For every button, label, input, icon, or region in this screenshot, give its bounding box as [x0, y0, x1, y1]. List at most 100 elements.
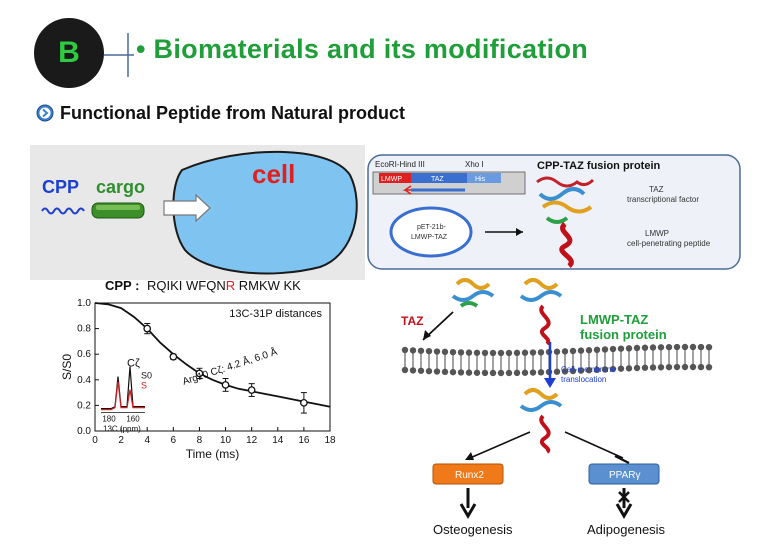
inset-s0-label: S0: [141, 371, 152, 381]
lipid-head: [481, 349, 489, 357]
lipid-head: [625, 345, 633, 352]
sequence-r: R: [226, 278, 235, 293]
lipid-head: [561, 368, 569, 375]
cell-membrane: [401, 343, 713, 377]
lipid-head: [673, 363, 681, 371]
page-title: • Biomaterials and its modification: [136, 34, 589, 64]
y-tick-label: 0.2: [77, 400, 91, 411]
protein-structure: [536, 176, 595, 268]
inset-s-label: S: [141, 381, 147, 391]
inset-spectrum-s0: [101, 366, 145, 410]
lipid-head: [697, 363, 705, 371]
lipid-head: [585, 367, 593, 374]
fusion-protein-top: [519, 278, 563, 346]
sequence-a: RQIKI WFQN: [147, 278, 226, 293]
svg-text:translocation: translocation: [561, 375, 606, 384]
cell-shape: [172, 150, 358, 275]
data-point: [195, 369, 204, 378]
badge-letter: B: [58, 36, 80, 69]
lipid-head: [585, 347, 593, 354]
lipid-head: [409, 367, 417, 374]
lipid-head: [609, 365, 617, 373]
svg-text:LMWP-TAZ: LMWP-TAZ: [411, 234, 448, 241]
lipid-head: [401, 346, 409, 354]
lipid-head: [441, 368, 449, 376]
y-axis-label: S/S0: [60, 354, 74, 380]
site-left-label: EcoRI-Hind III: [375, 160, 425, 169]
lipid-head: [425, 367, 433, 375]
fit-curve: [94, 302, 331, 408]
lipid-head: [489, 349, 497, 357]
lipid-head: [577, 347, 585, 354]
x-tick-label: 6: [171, 435, 177, 446]
plot-frame: [94, 302, 331, 432]
lipid-head: [465, 369, 473, 376]
cpp-cell-figure: cell CPP cargo: [30, 145, 365, 280]
lipid-head: [497, 349, 505, 357]
plasmid-ring: [389, 206, 473, 258]
lipid-head: [529, 369, 537, 376]
lipid-head: [649, 344, 657, 351]
lipid-head: [617, 365, 625, 372]
lipid-head: [705, 343, 713, 351]
data-point: [300, 398, 308, 407]
inset-tick-label: 160: [126, 415, 140, 424]
free-taz-protein: [451, 278, 495, 308]
data-point: [169, 352, 178, 361]
lipid-head: [457, 349, 465, 356]
lipid-head: [569, 367, 577, 375]
x-tick-label: 16: [298, 435, 310, 446]
lipid-head: [457, 369, 465, 376]
lipid-head: [409, 347, 417, 354]
lipid-head: [537, 349, 545, 356]
lipid-head: [681, 343, 689, 351]
lipid-head: [633, 364, 641, 372]
svg-text:pET-21b-: pET-21b-: [417, 224, 446, 231]
lipid-head: [449, 368, 457, 376]
svg-text:His: His: [475, 176, 486, 183]
lipid-head: [625, 365, 633, 372]
lipid-head: [657, 344, 665, 351]
y-tick-label: 1.0: [77, 298, 91, 309]
lmwp-segment: [379, 173, 411, 183]
x-tick-label: 0: [92, 435, 98, 446]
section-badge: B: [34, 18, 104, 88]
lipid-head: [417, 347, 425, 354]
svg-text:LMWP: LMWP: [381, 176, 402, 183]
lipid-head: [641, 364, 649, 371]
lipid-head: [513, 349, 521, 357]
x-tick-label: 8: [197, 435, 203, 446]
data-point: [247, 386, 256, 394]
site-right-label: Xho I: [465, 160, 484, 169]
adipogenesis-label: Adipogenesis: [587, 522, 666, 537]
lipid-head: [497, 369, 505, 377]
svg-text:Cell-membrane: Cell-membrane: [561, 365, 616, 374]
inset-cz-label: Cζ: [127, 358, 140, 370]
lipid-head: [521, 369, 529, 376]
lipid-head: [553, 348, 561, 355]
lipid-head: [665, 343, 673, 351]
x-tick-label: 4: [144, 435, 150, 446]
lipid-head: [665, 363, 673, 371]
svg-text:transcriptional factor: transcriptional factor: [627, 195, 699, 204]
lipid-head: [657, 364, 665, 371]
svg-text:TAZ: TAZ: [431, 176, 444, 183]
lipid-head: [561, 348, 569, 355]
y-tick-label: 0.4: [77, 375, 91, 386]
x-tick-label: 12: [246, 435, 258, 446]
lipid-head: [633, 344, 641, 352]
y-tick-label: 0.6: [77, 349, 91, 360]
cargo-label: cargo: [96, 177, 145, 197]
lipid-head: [537, 369, 545, 376]
lipid-head: [465, 349, 473, 356]
lipid-head: [433, 368, 441, 375]
lipid-head: [617, 345, 625, 352]
lipid-head: [609, 345, 617, 353]
lipid-head: [521, 349, 529, 356]
cell-label: cell: [252, 159, 295, 189]
lipid-head: [417, 367, 425, 374]
inset-tick-label: 180: [102, 415, 116, 424]
x-tick-label: 14: [272, 435, 284, 446]
